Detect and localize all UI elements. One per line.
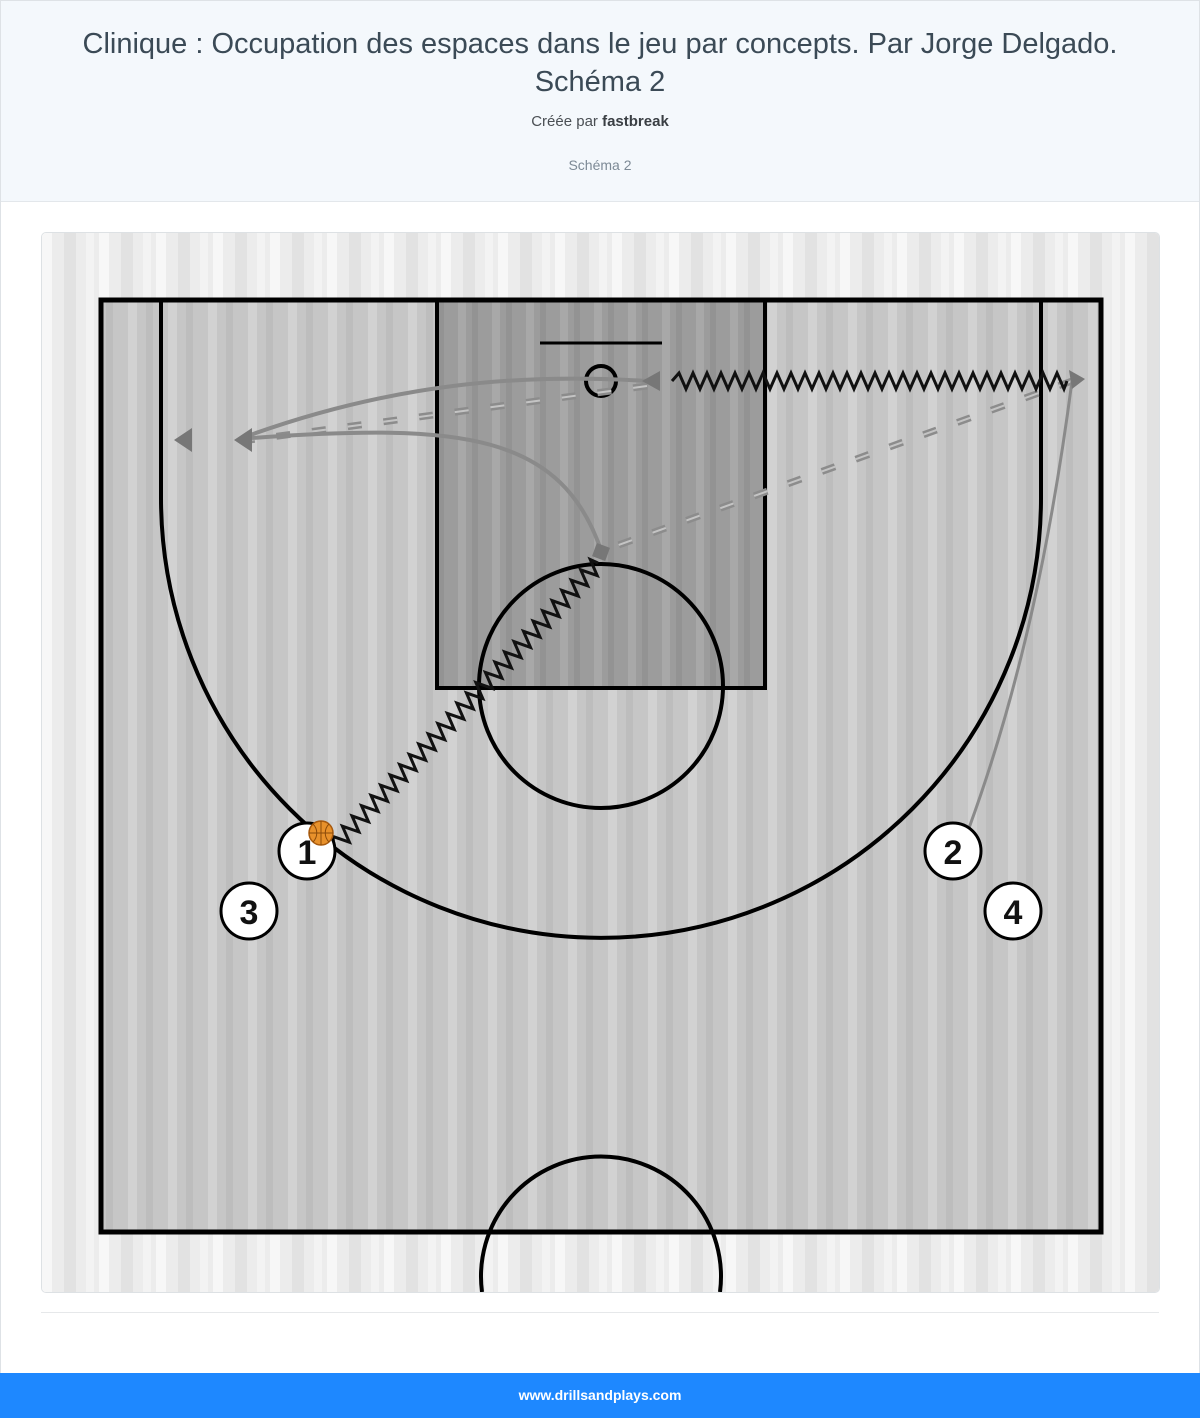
center-circle [479, 1154, 723, 1292]
arrowhead [642, 371, 660, 391]
court-svg: 1 2 3 4 [42, 233, 1159, 1292]
player-label: 4 [1004, 894, 1023, 932]
player-3[interactable]: 3 [219, 881, 279, 941]
player-label: 3 [240, 894, 259, 932]
dribble-line [670, 369, 1069, 393]
free-throw-circle [477, 562, 725, 810]
play-diagram: 1 2 3 4 [41, 232, 1160, 1293]
author-link[interactable]: fastbreak [602, 113, 669, 130]
dribble-line [331, 556, 600, 848]
arrowhead [1069, 370, 1085, 389]
player-4[interactable]: 4 [983, 881, 1043, 941]
footer-site-link[interactable]: www.drillsandplays.com [518, 1387, 682, 1403]
author-byline: Créée par fastbreak [1, 113, 1199, 130]
paint-area [435, 298, 767, 690]
ball-icon [308, 820, 334, 846]
cut-lines [174, 370, 1085, 829]
player-label: 2 [944, 834, 963, 872]
court-boundary [98, 297, 1104, 1235]
screen-marker [592, 543, 610, 561]
arrowhead [174, 428, 192, 452]
player-label: 1 [298, 834, 317, 872]
arrowhead [234, 428, 252, 452]
diagram-caption: Schéma 2 [568, 157, 632, 173]
pass-line-inner [601, 380, 1073, 552]
cut-line [967, 380, 1074, 829]
player-marker [219, 881, 279, 941]
player-marker [923, 821, 983, 881]
pass-lines [241, 377, 1074, 555]
three-point-line [159, 300, 1043, 940]
content-divider [41, 1312, 1159, 1313]
page-title: Clinique : Occupation des espaces dans l… [82, 28, 1118, 98]
cut-line [241, 376, 648, 440]
cut-line [251, 430, 604, 554]
player-2[interactable]: 2 [923, 821, 983, 881]
player-marker [983, 881, 1043, 941]
site-footer: www.drillsandplays.com [0, 1373, 1200, 1418]
page-header: Clinique : Occupation des espaces dans l… [1, 1, 1199, 202]
created-by-label: Créée par [531, 113, 598, 130]
